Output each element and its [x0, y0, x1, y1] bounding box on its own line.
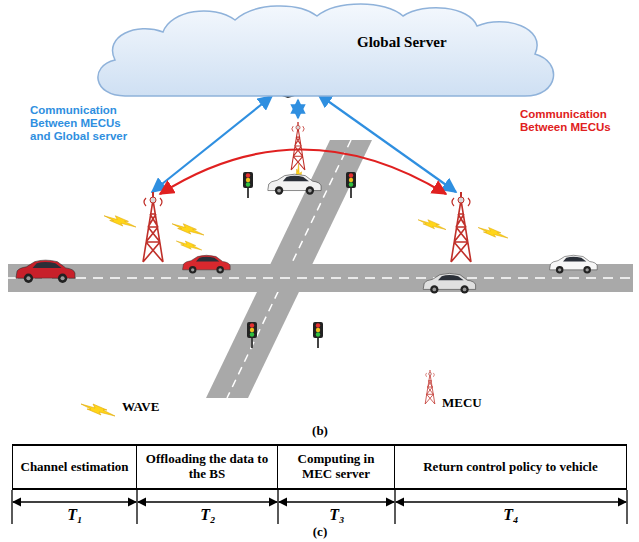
- cloud-outline: [85, 0, 565, 108]
- timeline-cell: Return control policy to vehicle: [395, 444, 627, 490]
- timeline-cell: Offloading the data to the BS: [137, 444, 278, 490]
- legend-label: MECU: [442, 396, 502, 411]
- phase-label: Channel estimation: [21, 460, 129, 475]
- phase-label: Offloading the data to the BS: [143, 452, 271, 482]
- link-note: Communication Between MECUs: [520, 108, 630, 134]
- panel-tag: (c): [300, 525, 340, 540]
- timeline-cell: Computing in MEC server: [278, 444, 395, 490]
- phase-label: Return control policy to vehicle: [423, 460, 598, 475]
- duration-label: T₂: [183, 506, 233, 524]
- link-note: Communication Between MECUs and Global s…: [30, 104, 138, 144]
- phase-label: Computing in MEC server: [284, 452, 388, 482]
- duration-label: T₃: [312, 506, 362, 524]
- cloud-shape: Global Server: [85, 0, 565, 108]
- legend-label: WAVE: [122, 400, 182, 415]
- duration-label: T₄: [486, 506, 536, 524]
- timeline-cell: Channel estimation: [12, 444, 137, 490]
- duration-label: T₁: [50, 506, 100, 524]
- server-label: Global Server: [357, 34, 447, 51]
- panel-tag: (b): [300, 424, 340, 439]
